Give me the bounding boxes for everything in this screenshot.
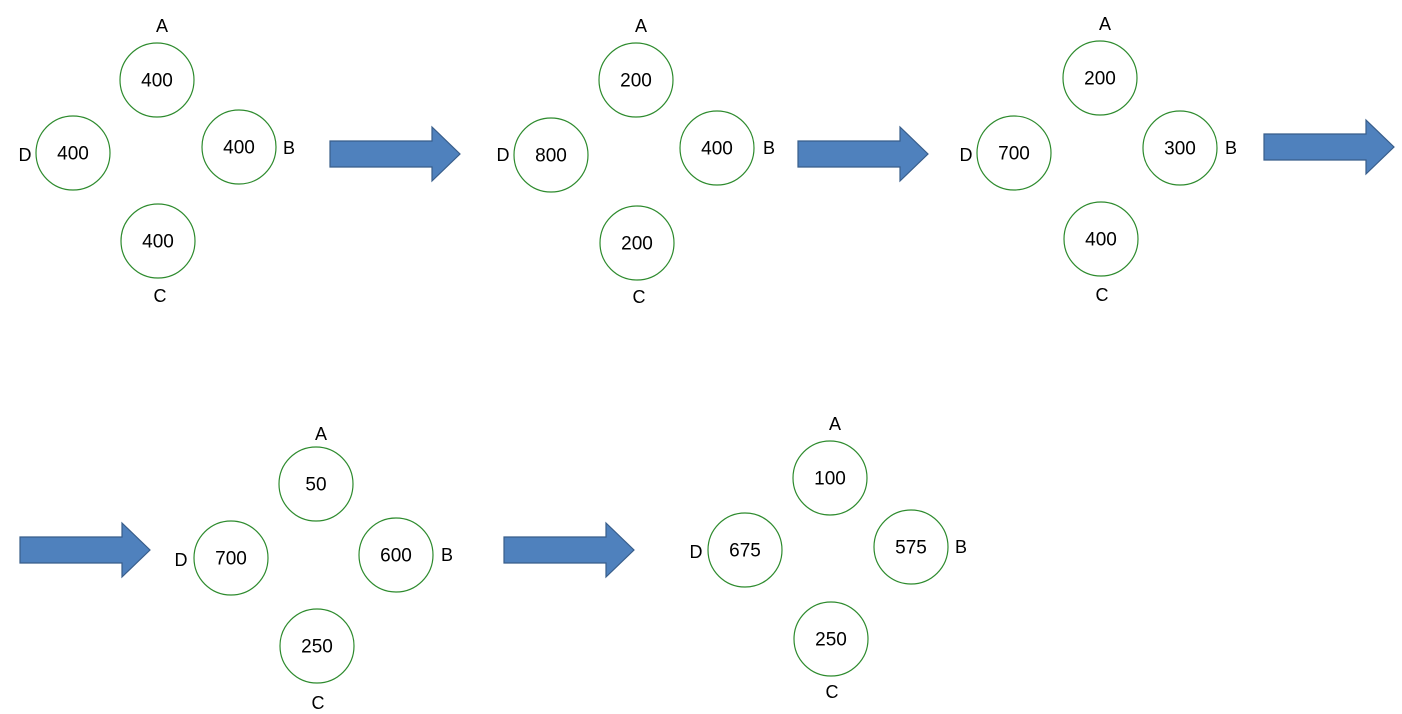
node-label-d: D: [175, 550, 188, 570]
node-label-c: C: [633, 287, 646, 307]
node-value: 100: [814, 469, 846, 490]
node-b: 600: [358, 517, 434, 593]
node-circle: [279, 608, 355, 684]
node-a: 50: [278, 446, 354, 522]
node-b: 400: [201, 109, 277, 185]
node-a: 100: [792, 440, 868, 516]
node-label-b: B: [1225, 138, 1237, 158]
node-circle: [598, 42, 674, 118]
transition-arrow-icon: [1263, 118, 1395, 176]
node-circle: [35, 115, 111, 191]
node-circle: [278, 446, 354, 522]
node-value: 400: [223, 138, 255, 159]
node-label-d: D: [497, 145, 510, 165]
node-label-b: B: [283, 138, 295, 158]
node-label-a: A: [635, 16, 647, 36]
node-value: 600: [380, 546, 412, 567]
node-label-b: B: [441, 545, 453, 565]
node-label-c: C: [312, 693, 325, 713]
node-d: 800: [513, 117, 589, 193]
node-label-c: C: [1096, 285, 1109, 305]
node-circle: [793, 601, 869, 677]
node-c: 400: [1063, 201, 1139, 277]
node-circle: [201, 109, 277, 185]
node-a: 200: [598, 42, 674, 118]
node-circle: [707, 512, 783, 588]
node-label-d: D: [19, 145, 32, 165]
node-value: 300: [1164, 139, 1196, 160]
node-label-a: A: [1099, 14, 1111, 34]
node-value: 700: [215, 549, 247, 570]
node-label-b: B: [763, 138, 775, 158]
node-value: 250: [301, 637, 333, 658]
node-c: 250: [279, 608, 355, 684]
node-a: 200: [1062, 40, 1138, 116]
node-value: 400: [142, 232, 174, 253]
node-value: 50: [305, 475, 326, 496]
node-value: 400: [701, 139, 733, 160]
node-label-d: D: [690, 542, 703, 562]
node-b: 400: [679, 110, 755, 186]
node-circle: [193, 520, 269, 596]
node-circle: [1142, 110, 1218, 186]
node-b: 300: [1142, 110, 1218, 186]
node-value: 400: [57, 144, 89, 165]
node-circle: [1062, 40, 1138, 116]
node-circle: [792, 440, 868, 516]
node-label-c: C: [826, 682, 839, 702]
node-circle: [513, 117, 589, 193]
node-value: 200: [620, 71, 652, 92]
node-circle: [119, 42, 195, 118]
node-c: 200: [599, 205, 675, 281]
node-d: 700: [976, 115, 1052, 191]
node-c: 400: [120, 203, 196, 279]
node-label-b: B: [955, 537, 967, 557]
node-value: 400: [141, 71, 173, 92]
transition-arrow-icon: [797, 125, 929, 183]
node-circle: [976, 115, 1052, 191]
node-value: 250: [815, 630, 847, 651]
node-a: 400: [119, 42, 195, 118]
node-circle: [599, 205, 675, 281]
node-d: 700: [193, 520, 269, 596]
node-circle: [120, 203, 196, 279]
node-label-a: A: [156, 16, 168, 36]
node-label-a: A: [829, 414, 841, 434]
transition-arrow-icon: [503, 521, 635, 579]
node-b: 575: [873, 509, 949, 585]
transition-arrow-icon: [329, 125, 461, 183]
node-label-d: D: [960, 145, 973, 165]
node-circle: [873, 509, 949, 585]
node-circle: [358, 517, 434, 593]
node-value: 675: [729, 541, 761, 562]
node-value: 200: [1084, 69, 1116, 90]
node-d: 400: [35, 115, 111, 191]
node-label-c: C: [154, 286, 167, 306]
node-value: 700: [998, 144, 1030, 165]
node-c: 250: [793, 601, 869, 677]
node-value: 400: [1085, 230, 1117, 251]
node-value: 575: [895, 538, 927, 559]
node-d: 675: [707, 512, 783, 588]
transition-arrow-icon: [19, 521, 151, 579]
node-value: 800: [535, 146, 567, 167]
node-value: 200: [621, 234, 653, 255]
node-label-a: A: [315, 424, 327, 444]
node-circle: [679, 110, 755, 186]
node-circle: [1063, 201, 1139, 277]
